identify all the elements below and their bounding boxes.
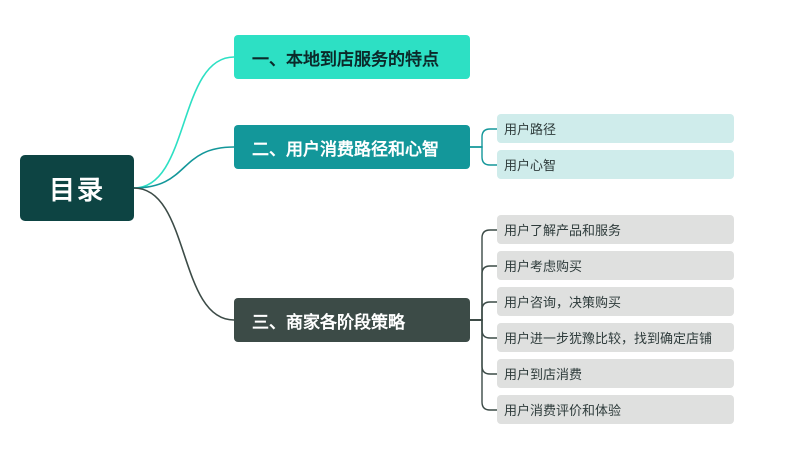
connector-branch-2-leaf-2 (470, 146, 497, 166)
leaf-node-stage-4[interactable]: 用户进一步犹豫比较，找到确定店铺 (497, 323, 734, 352)
leaf-node-stage-3[interactable]: 用户咨询，决策购买 (497, 287, 734, 316)
connector-branch-3-leaf-3 (470, 301, 497, 321)
connector-branch-3-leaf-5 (470, 319, 497, 375)
leaf-node-stage-6[interactable]: 用户消费评价和体验 (497, 395, 734, 424)
leaf-node-user-mindset[interactable]: 用户心智 (497, 150, 734, 179)
connector-branch-2-leaf-1 (470, 128, 497, 148)
connector-branch-3-leaf-1 (470, 229, 497, 321)
branch-node-3[interactable]: 三、商家各阶段策略 (234, 298, 470, 342)
connector-root-branch-3 (133, 187, 235, 321)
leaf-node-user-path[interactable]: 用户路径 (497, 114, 734, 143)
connector-branch-3-leaf-4 (470, 319, 497, 339)
connector-branch-3-leaf-6 (470, 319, 497, 411)
leaf-node-stage-5[interactable]: 用户到店消费 (497, 359, 734, 388)
connector-branch-3-leaf-2 (470, 265, 497, 321)
leaf-node-stage-1[interactable]: 用户了解产品和服务 (497, 215, 734, 244)
leaf-node-stage-2[interactable]: 用户考虑购买 (497, 251, 734, 280)
root-node[interactable]: 目录 (20, 155, 134, 221)
connector-root-branch-1 (133, 56, 235, 189)
connector-root-branch-2 (133, 146, 235, 189)
branch-node-1[interactable]: 一、本地到店服务的特点 (234, 35, 470, 79)
branch-node-2[interactable]: 二、用户消费路径和心智 (234, 125, 470, 169)
